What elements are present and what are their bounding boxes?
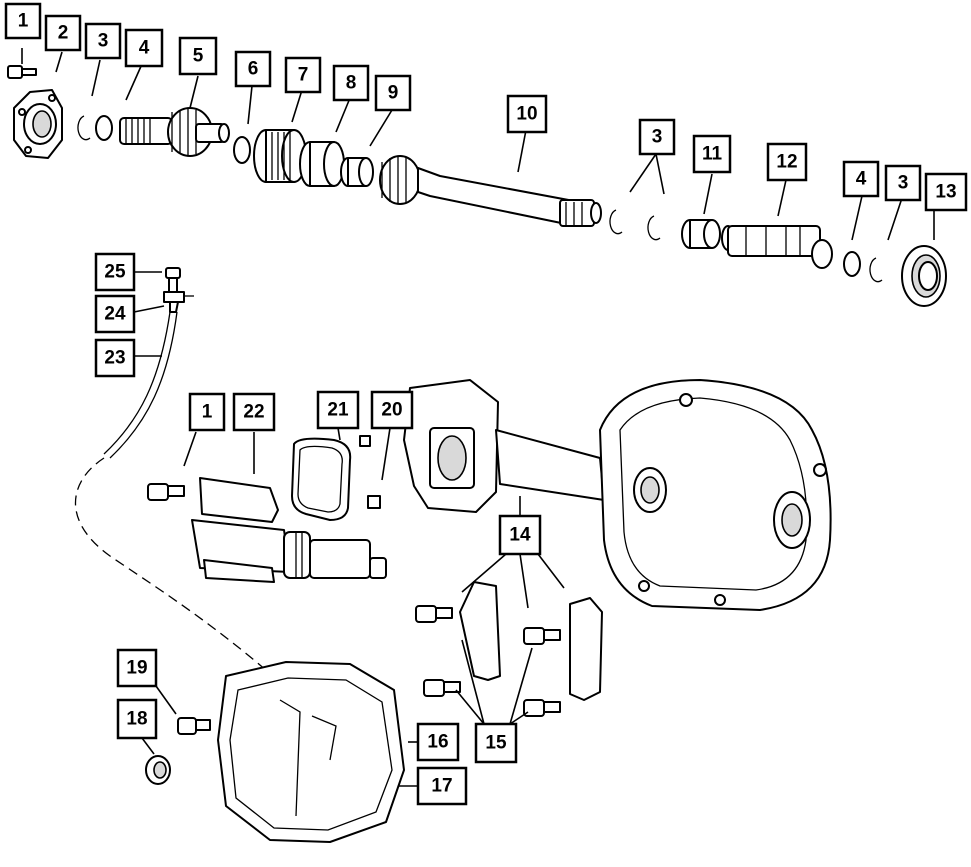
callout-23: 23 [94, 338, 136, 378]
callout-1-top: 1 [4, 2, 42, 40]
leader-lines [21, 48, 935, 787]
callout-label: 9 [388, 83, 399, 104]
callout-label: 20 [381, 400, 402, 421]
callout-label: 6 [248, 59, 259, 80]
cover-drawing [145, 661, 405, 843]
callout-4-right: 4 [842, 160, 880, 198]
gasket-drawing [291, 437, 352, 521]
callout-label: 2 [58, 23, 69, 44]
callout-16: 16 [416, 722, 460, 762]
axle-housing-drawing [403, 379, 832, 611]
bearing-caps-drawing [415, 581, 603, 717]
callout-label: 3 [98, 31, 109, 52]
part-washer-1 [95, 115, 113, 141]
callout-10: 10 [506, 94, 548, 134]
shaft-assembly-drawing [7, 65, 947, 307]
callout-label: 7 [298, 65, 309, 86]
part-axle-shaft [379, 155, 602, 227]
part-input-gear-shaft [119, 107, 230, 157]
callout-18: 18 [116, 698, 158, 740]
callout-22: 22 [232, 392, 276, 432]
callout-label: 25 [104, 262, 126, 283]
callout-label: 3 [652, 127, 663, 148]
callout-15: 15 [474, 722, 518, 764]
callout-label: 1 [18, 11, 29, 32]
actuator-drawing [147, 477, 387, 583]
callout-19: 19 [116, 648, 158, 688]
part-ring-6 [233, 136, 251, 164]
callout-label: 17 [431, 776, 452, 797]
callout-label: 24 [104, 304, 126, 325]
callout-1-actuator: 1 [188, 392, 226, 432]
callout-label: 8 [346, 73, 357, 94]
callout-label: 10 [516, 104, 537, 125]
part-snap-ring-1 [77, 115, 91, 141]
callout-label: 22 [243, 402, 264, 423]
vent-hose-drawing [74, 267, 321, 721]
callout-6: 6 [234, 50, 272, 88]
callout-13: 13 [924, 172, 968, 212]
callout-label: 4 [139, 38, 150, 59]
callout-12: 12 [766, 142, 808, 182]
part-sleeve [340, 157, 374, 187]
callout-7: 7 [284, 56, 322, 94]
callout-label: 15 [485, 733, 507, 754]
part-snap-ring-2 [609, 209, 623, 235]
callout-17: 17 [416, 766, 468, 806]
callout-label: 21 [327, 400, 349, 421]
callout-8: 8 [332, 64, 370, 102]
callout-4-top-left: 4 [124, 28, 164, 68]
part-bolt-top [7, 65, 37, 79]
part-needle-bearing [253, 129, 307, 183]
callout-14: 14 [498, 514, 542, 556]
part-bearing-cup [299, 141, 345, 187]
callout-3-right: 3 [884, 164, 922, 202]
callout-label: 16 [427, 732, 448, 753]
callout-label: 19 [126, 658, 147, 679]
callout-label: 14 [509, 525, 531, 546]
callout-label: 11 [702, 144, 723, 165]
clips-drawing [359, 435, 381, 509]
callout-2: 2 [44, 14, 82, 52]
callout-label: 5 [193, 46, 204, 67]
part-bushing [681, 219, 721, 249]
callout-label: 13 [935, 182, 956, 203]
callout-20: 20 [370, 390, 414, 430]
callout-label: 18 [126, 709, 147, 730]
callout-11: 11 [692, 134, 732, 174]
callout-label: 4 [856, 169, 867, 190]
part-stub-shaft [721, 225, 833, 269]
callout-25: 25 [94, 252, 136, 292]
callout-9: 9 [374, 74, 412, 112]
part-flange-plate [13, 89, 63, 159]
part-seal [901, 245, 947, 307]
callout-24: 24 [94, 294, 136, 334]
part-snap-ring-4 [869, 257, 883, 283]
callout-label: 3 [898, 173, 909, 194]
callout-5: 5 [178, 36, 218, 76]
callout-3-top-right: 3 [638, 118, 676, 156]
callout-label: 12 [776, 152, 797, 173]
part-snap-ring-3 [647, 215, 661, 241]
callout-21: 21 [316, 390, 360, 430]
callout-3-top-left: 3 [84, 22, 122, 60]
part-washer-2 [843, 251, 861, 277]
callout-label: 1 [202, 402, 213, 423]
callout-label: 23 [104, 348, 125, 369]
